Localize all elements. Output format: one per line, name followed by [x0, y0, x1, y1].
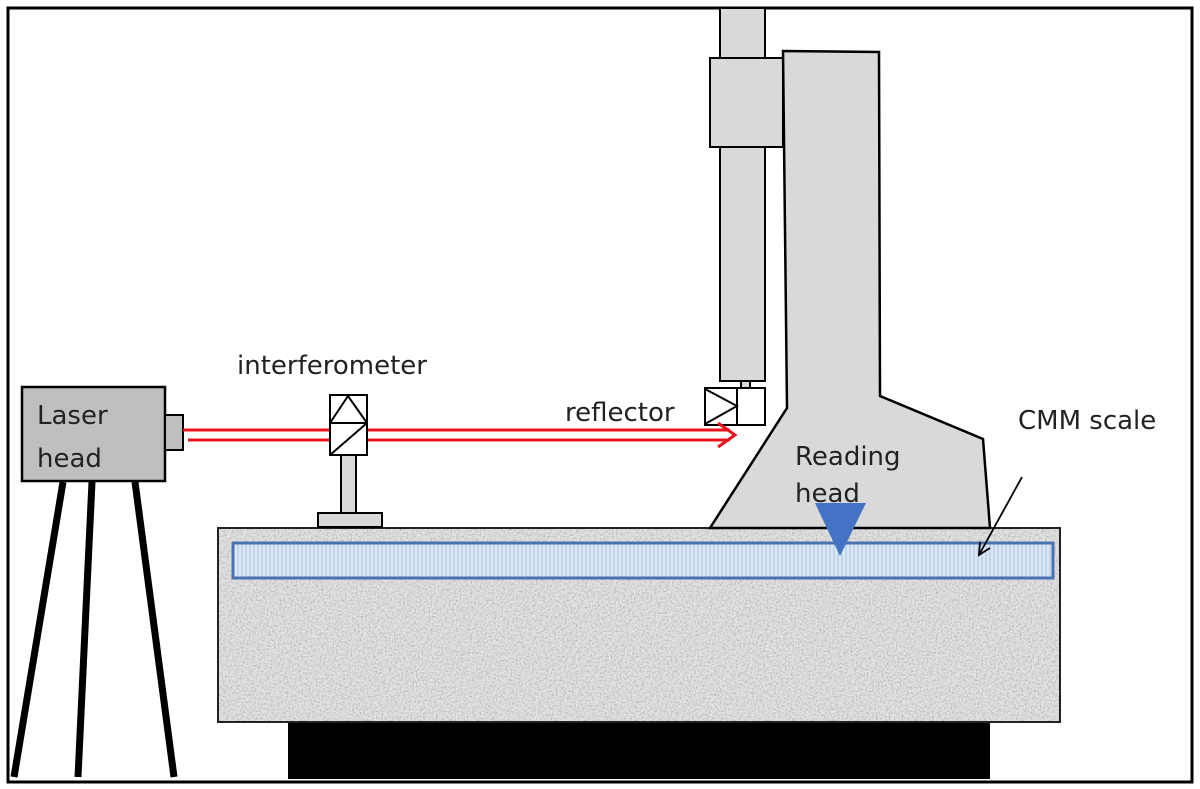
- reflector: [704, 387, 766, 426]
- cmm-scale-arrow: [977, 476, 1023, 557]
- reading-head-label-line1: Reading: [795, 442, 901, 472]
- laser-head-label-line1: Laser: [37, 401, 108, 431]
- laser-head-label-line2: head: [37, 444, 102, 474]
- laser-head: Laser head: [20, 385, 184, 483]
- cmm-scale: [231, 541, 1055, 580]
- interferometer: [317, 394, 383, 528]
- reading-head-icon: [815, 503, 866, 556]
- reading-head-label-line2: head: [795, 479, 860, 509]
- reflector-label: reflector: [565, 398, 675, 428]
- machine-base: [288, 722, 990, 779]
- quill: [709, 7, 784, 390]
- laser-beam: [183, 421, 738, 449]
- cmm-scale-label: CMM scale: [1018, 406, 1156, 436]
- interferometer-label: interferometer: [237, 351, 427, 381]
- tripod: [10, 481, 178, 778]
- cmm-column: [707, 49, 992, 530]
